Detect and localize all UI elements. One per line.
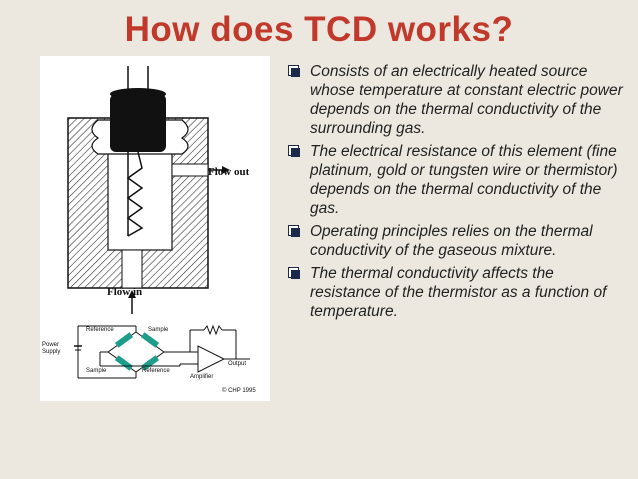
power-supply-label-2: Supply bbox=[42, 349, 61, 355]
bridge-circuit bbox=[74, 324, 250, 379]
checkbox-bullet-icon bbox=[288, 267, 300, 279]
stopper-top bbox=[110, 88, 166, 100]
checkbox-bullet-icon bbox=[288, 145, 300, 157]
checkbox-bullet-icon bbox=[288, 65, 300, 77]
bullet-list: Consists of an electrically heated sourc… bbox=[288, 62, 628, 325]
flow-in-label: Flow in bbox=[107, 286, 143, 298]
output-label: Output bbox=[228, 361, 247, 367]
flow-out-label: Flow out bbox=[208, 166, 250, 178]
slide-title: How does TCD works? bbox=[124, 10, 514, 49]
outlet-channel bbox=[171, 163, 209, 177]
bullet-item: Operating principles relies on the therm… bbox=[288, 222, 628, 260]
reference-top-label: Reference bbox=[86, 327, 114, 333]
power-supply-label-1: Power bbox=[42, 342, 60, 348]
copyright-text: CHP 1995 bbox=[228, 388, 256, 394]
amplifier-symbol bbox=[197, 345, 226, 373]
bullet-text: The electrical resistance of this elemen… bbox=[310, 143, 618, 217]
black-stopper bbox=[110, 94, 166, 152]
bullet-text: Operating principles relies on the therm… bbox=[310, 223, 593, 259]
tcd-figure: Flow out Flow in Reference Sample Power … bbox=[40, 56, 270, 401]
bullet-item: The thermal conductivity affects the res… bbox=[288, 264, 628, 321]
copyright-label: © CHP 1995 bbox=[222, 388, 256, 394]
bullet-text: Consists of an electrically heated sourc… bbox=[310, 63, 623, 137]
reference-bottom-label: Reference bbox=[142, 368, 170, 374]
filament-coil bbox=[126, 151, 144, 237]
bullet-item: The electrical resistance of this elemen… bbox=[288, 142, 628, 218]
checkbox-bullet-icon bbox=[288, 225, 300, 237]
bullet-item: Consists of an electrically heated sourc… bbox=[288, 62, 628, 138]
sample-bottom-label: Sample bbox=[86, 368, 107, 374]
inlet-channel bbox=[121, 249, 143, 289]
tcd-cell-diagram bbox=[67, 66, 250, 379]
flow-out-arrow bbox=[222, 166, 230, 174]
amplifier-label: Amplifier bbox=[190, 374, 214, 380]
bullet-text: The thermal conductivity affects the res… bbox=[310, 265, 607, 320]
cell-cavity bbox=[107, 151, 173, 251]
sample-top-label: Sample bbox=[148, 327, 169, 333]
flow-in-arrow bbox=[128, 290, 136, 298]
